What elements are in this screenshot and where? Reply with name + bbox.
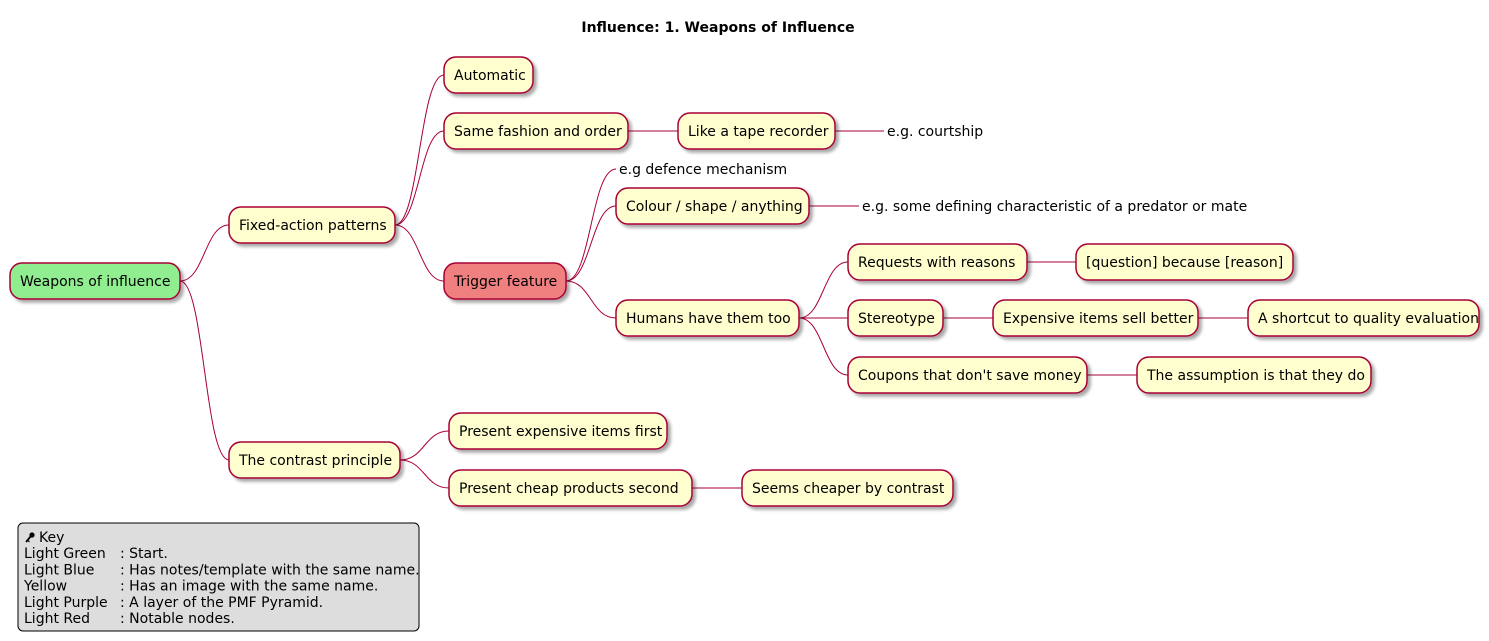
node-box [847, 356, 1088, 394]
legend: Key Light Green : Start. Light Blue : Has n… [17, 522, 420, 632]
legend-row-desc: : Start. [120, 546, 168, 562]
node-label: Present expensive items first [459, 424, 663, 440]
node-present-cheap[interactable]: Present cheap products second [448, 469, 693, 507]
node-box [677, 112, 836, 150]
edge-fixed_action-to-trigger [394, 224, 445, 282]
node-box [847, 243, 1028, 281]
edges [179, 74, 1248, 489]
node-box [1136, 356, 1372, 394]
node-label: e.g defence mechanism [619, 162, 787, 178]
node-box [1075, 243, 1294, 281]
edge-contrast-to-present_expensive [399, 430, 450, 461]
edge-fixed_action-to-automatic [394, 74, 445, 226]
node-same-fashion[interactable]: Same fashion and order [443, 112, 629, 150]
node-box [615, 299, 800, 337]
diagram-title: Influence: 1. Weapons of Influence [581, 20, 854, 36]
legend-row-desc: : Has an image with the same name. [120, 579, 378, 595]
node-label: Humans have them too [626, 311, 791, 327]
node-colour-shape[interactable]: Colour / shape / anything [615, 187, 810, 225]
node-box [9, 262, 181, 300]
node-label: Like a tape recorder [688, 124, 829, 140]
node-seems-cheaper[interactable]: Seems cheaper by contrast [741, 469, 954, 507]
edge-contrast-to-present_cheap [399, 459, 450, 489]
node-label: Coupons that don't save money [858, 368, 1081, 384]
node-label: A shortcut to quality evaluation [1258, 311, 1479, 327]
node-label: [question] because [reason] [1086, 255, 1283, 271]
node-fixed-action[interactable]: Fixed-action patterns [228, 206, 396, 244]
node-box [448, 412, 668, 450]
edge-trigger-to-defence [565, 168, 617, 282]
legend-row-desc: : Has notes/template with the same name. [120, 562, 420, 578]
node-box [992, 299, 1199, 337]
legend-row-name: Light Blue [24, 562, 94, 578]
edge-humans-to-coupons [798, 317, 849, 376]
node-box [443, 112, 629, 150]
legend-header: Key [39, 530, 64, 546]
edge-trigger-to-humans [565, 280, 617, 319]
node-defining[interactable]: e.g. some defining characteristic of a p… [862, 199, 1247, 215]
node-courtship[interactable]: e.g. courtship [887, 124, 983, 140]
node-tape-recorder[interactable]: Like a tape recorder [677, 112, 836, 150]
node-stereotype[interactable]: Stereotype [847, 299, 944, 337]
node-humans[interactable]: Humans have them too [615, 299, 800, 337]
node-box [615, 187, 810, 225]
node-coupons[interactable]: Coupons that don't save money [847, 356, 1088, 394]
edge-trigger-to-colour_shape [565, 205, 617, 282]
legend-row-name: Light Purple [24, 595, 108, 611]
legend-row-desc: : A layer of the PMF Pyramid. [120, 595, 323, 611]
nodes: Weapons of influence Fixed-action pattern… [9, 56, 1480, 507]
node-box [741, 469, 954, 507]
node-label: Present cheap products second [459, 481, 679, 497]
legend-row-name: Light Green [24, 546, 106, 562]
edge-fixed_action-to-same_fashion [394, 130, 445, 226]
edge-humans-to-requests [798, 261, 849, 319]
key-icon [25, 532, 35, 543]
node-label: The assumption is that they do [1146, 368, 1365, 384]
node-label: Trigger feature [453, 274, 557, 290]
node-box [228, 206, 396, 244]
node-label: e.g. some defining characteristic of a p… [862, 199, 1247, 215]
edge-root-to-contrast [179, 280, 230, 461]
node-label: e.g. courtship [887, 124, 983, 140]
node-box [228, 441, 401, 479]
node-label: Weapons of influence [20, 274, 170, 290]
node-automatic[interactable]: Automatic [443, 56, 534, 94]
node-label: Same fashion and order [454, 124, 622, 140]
node-label: Seems cheaper by contrast [752, 481, 945, 497]
node-label: Requests with reasons [858, 255, 1015, 271]
node-label: Expensive items sell better [1003, 311, 1194, 327]
node-box [448, 469, 693, 507]
node-label: Stereotype [858, 311, 935, 327]
node-requests[interactable]: Requests with reasons [847, 243, 1028, 281]
node-box [847, 299, 944, 337]
node-label: Colour / shape / anything [626, 199, 803, 215]
node-defence[interactable]: e.g defence mechanism [619, 162, 787, 178]
node-shortcut[interactable]: A shortcut to quality evaluation [1247, 299, 1480, 337]
node-box [443, 56, 534, 94]
node-label: Automatic [454, 68, 526, 84]
node-label: The contrast principle [238, 453, 392, 469]
node-trigger[interactable]: Trigger feature [443, 262, 567, 300]
legend-row-name: Yellow [23, 579, 67, 595]
node-contrast[interactable]: The contrast principle [228, 441, 401, 479]
node-box [443, 262, 567, 300]
node-root[interactable]: Weapons of influence [9, 262, 181, 300]
legend-row-name: Light Red [24, 611, 90, 627]
node-label: Fixed-action patterns [239, 218, 387, 234]
node-assumption[interactable]: The assumption is that they do [1136, 356, 1372, 394]
legend-row-desc: : Notable nodes. [120, 611, 235, 627]
node-box [1247, 299, 1480, 337]
node-question-because[interactable]: [question] because [reason] [1075, 243, 1294, 281]
node-expensive-sell[interactable]: Expensive items sell better [992, 299, 1199, 337]
legend-box [17, 522, 420, 632]
node-present-expensive[interactable]: Present expensive items first [448, 412, 668, 450]
edge-root-to-fixed_action [179, 224, 230, 282]
